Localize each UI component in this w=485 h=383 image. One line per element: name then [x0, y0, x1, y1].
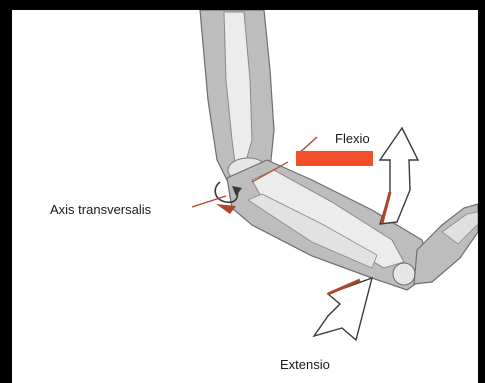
extension-arrow-icon — [314, 278, 372, 340]
hand — [414, 204, 478, 284]
flexion-arrow-icon — [380, 128, 418, 224]
axis-transversalis-label: Axis transversalis — [50, 202, 151, 217]
flexio-label: Flexio — [335, 131, 370, 146]
redaction-bar — [296, 151, 373, 166]
extensio-label: Extensio — [280, 357, 330, 372]
diagram-panel: Flexio Axis transversalis Extensio — [12, 10, 478, 383]
arm-illustration — [12, 10, 478, 383]
